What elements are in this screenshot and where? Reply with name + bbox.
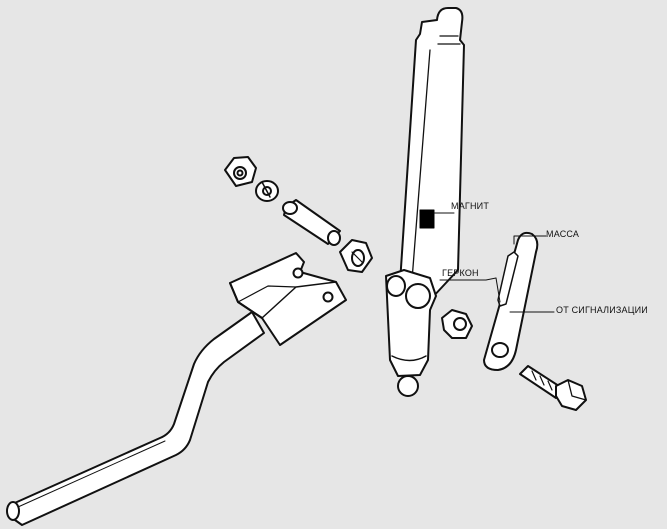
spacer-sleeve [282,199,341,246]
magnet-label: МАГНИТ [451,201,490,211]
leader-mass [513,235,547,245]
clevis-hole-lower [322,291,334,303]
reed-switch-label: ГЕРКОН [442,268,479,278]
small-nut [441,309,473,339]
reed-switch-plate [483,231,539,371]
clevis-hole-upper [292,267,304,279]
leader-reed [439,277,497,281]
shift-lever [385,7,465,397]
alarm-label: ОТ СИГНАЛИЗАЦИИ [556,305,648,315]
bolt [519,365,587,411]
leader-reed-down [495,277,501,303]
clevis-bracket [229,252,347,346]
mass-label: МАССА [546,229,580,239]
bushing [339,239,373,273]
hex-nut [224,156,257,187]
magnet-insert [419,209,435,229]
lever-pivot-boss [405,283,431,309]
leader-lines [433,212,555,313]
selector-rod [6,311,265,526]
lock-washer [255,180,279,202]
reed-switch [497,251,519,307]
lever-ball [397,375,419,397]
